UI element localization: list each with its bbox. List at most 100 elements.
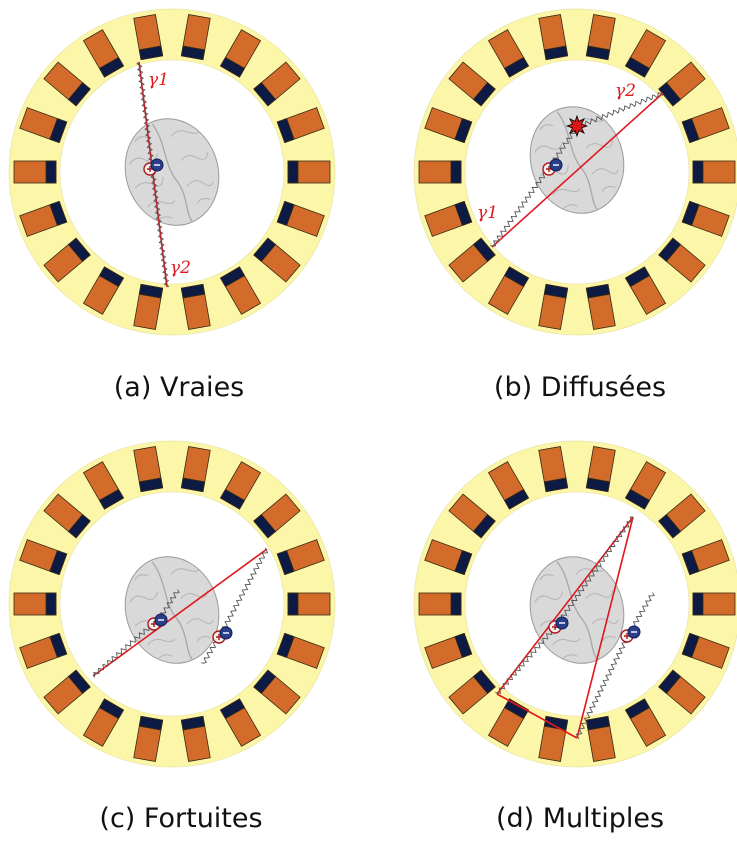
detector-photodiode bbox=[681, 550, 700, 576]
detector-photodiode bbox=[49, 550, 68, 576]
brain-fold bbox=[539, 124, 554, 131]
detector-photodiode bbox=[219, 56, 246, 78]
detector-block bbox=[424, 200, 473, 237]
brain-fold bbox=[134, 574, 149, 581]
detector-block bbox=[624, 29, 667, 78]
panel-a: γ1 γ2 bbox=[0, 0, 345, 345]
detector-block bbox=[658, 493, 706, 539]
detector-photodiode bbox=[543, 477, 569, 493]
brain-fold bbox=[186, 618, 214, 625]
detector-block bbox=[585, 715, 616, 762]
detector-block bbox=[692, 592, 736, 616]
detector-photodiode bbox=[67, 237, 91, 262]
detector-block bbox=[276, 632, 325, 669]
detector-photodiode bbox=[45, 160, 57, 184]
detector-block bbox=[538, 715, 569, 762]
detector-block bbox=[219, 698, 262, 747]
detector-block bbox=[287, 160, 331, 184]
scattered-coincidence-event bbox=[490, 92, 664, 248]
caption-a: (a) Vraies bbox=[113, 372, 245, 403]
detector-photodiode bbox=[454, 550, 473, 576]
pet-ring-diagram-d bbox=[413, 440, 737, 768]
brain-fissure bbox=[556, 111, 599, 211]
detector-block bbox=[424, 632, 473, 669]
brain-fold bbox=[601, 186, 616, 193]
ring-annulus bbox=[8, 8, 336, 336]
detector-photodiode bbox=[276, 632, 295, 658]
brain-fold bbox=[534, 591, 564, 603]
brain-icon bbox=[124, 556, 220, 664]
detector-photodiode bbox=[138, 715, 164, 731]
brain-image-d bbox=[529, 556, 625, 664]
detector-photodiode bbox=[692, 592, 704, 616]
gamma-photon-path bbox=[495, 624, 558, 694]
detector-block bbox=[448, 61, 496, 107]
detector-block bbox=[253, 493, 301, 539]
detector-block bbox=[133, 14, 164, 61]
detector-photodiode bbox=[67, 82, 91, 107]
detector-photodiode bbox=[49, 200, 68, 226]
detector-block bbox=[180, 283, 211, 330]
positron-electron-pair bbox=[542, 158, 563, 176]
brain-fold bbox=[196, 636, 211, 643]
brain-fold bbox=[562, 654, 578, 659]
brain-fold bbox=[180, 151, 209, 161]
detector-photodiode bbox=[658, 514, 682, 539]
detector-photodiode bbox=[180, 45, 206, 61]
detector-photodiode bbox=[624, 698, 651, 720]
brain-fold bbox=[134, 136, 149, 143]
multiple-coincidence-event bbox=[495, 516, 655, 740]
brain-image-c bbox=[124, 556, 220, 664]
detector-block bbox=[538, 14, 569, 61]
detector-photodiode bbox=[49, 632, 68, 658]
detector-photodiode bbox=[98, 56, 125, 78]
gamma-photon-path bbox=[575, 631, 631, 740]
detector-photodiode bbox=[692, 160, 704, 184]
detector-photodiode bbox=[681, 200, 700, 226]
detector-photodiode bbox=[219, 266, 246, 288]
detector-photodiode bbox=[585, 715, 611, 731]
detector-photodiode bbox=[472, 237, 496, 262]
detector-photodiode bbox=[454, 632, 473, 658]
gamma2-label-b: γ2 bbox=[615, 81, 636, 101]
detector-block bbox=[13, 160, 57, 184]
detector-block bbox=[82, 266, 125, 315]
caption-b: (b) Diffusées bbox=[493, 372, 667, 403]
brain-fold bbox=[601, 636, 616, 643]
detector-photodiode bbox=[585, 283, 611, 299]
line-of-response bbox=[496, 693, 578, 739]
detector-photodiode bbox=[49, 118, 68, 144]
detector-block bbox=[219, 266, 262, 315]
gamma-photon-path bbox=[159, 589, 180, 619]
detector-photodiode bbox=[253, 669, 277, 694]
brain-fold bbox=[575, 568, 605, 575]
detector-photodiode bbox=[681, 632, 700, 658]
detector-photodiode bbox=[450, 160, 462, 184]
ring-annulus bbox=[413, 8, 737, 336]
detector-photodiode bbox=[253, 237, 277, 262]
pet-ring-diagram-c bbox=[8, 440, 336, 768]
detector-photodiode bbox=[276, 200, 295, 226]
detector-photodiode bbox=[67, 669, 91, 694]
detector-photodiode bbox=[253, 514, 277, 539]
detector-block bbox=[19, 107, 68, 144]
brain-icon bbox=[529, 106, 625, 214]
detector-photodiode bbox=[624, 488, 651, 510]
detector-block bbox=[487, 698, 530, 747]
brain-image-b bbox=[529, 106, 625, 214]
brain-fold bbox=[186, 180, 214, 187]
detector-block bbox=[133, 715, 164, 762]
detector-block bbox=[19, 632, 68, 669]
detector-block bbox=[253, 237, 301, 283]
brain-fold bbox=[585, 139, 614, 149]
detector-block bbox=[681, 632, 730, 669]
detector-block bbox=[276, 200, 325, 237]
ring-annulus bbox=[8, 440, 336, 768]
detector-photodiode bbox=[219, 488, 246, 510]
brain-fold bbox=[170, 130, 200, 137]
detector-block bbox=[219, 29, 262, 78]
detector-block bbox=[681, 107, 730, 144]
detector-block bbox=[624, 698, 667, 747]
brain-fissure bbox=[151, 123, 194, 223]
detector-photodiode bbox=[454, 200, 473, 226]
